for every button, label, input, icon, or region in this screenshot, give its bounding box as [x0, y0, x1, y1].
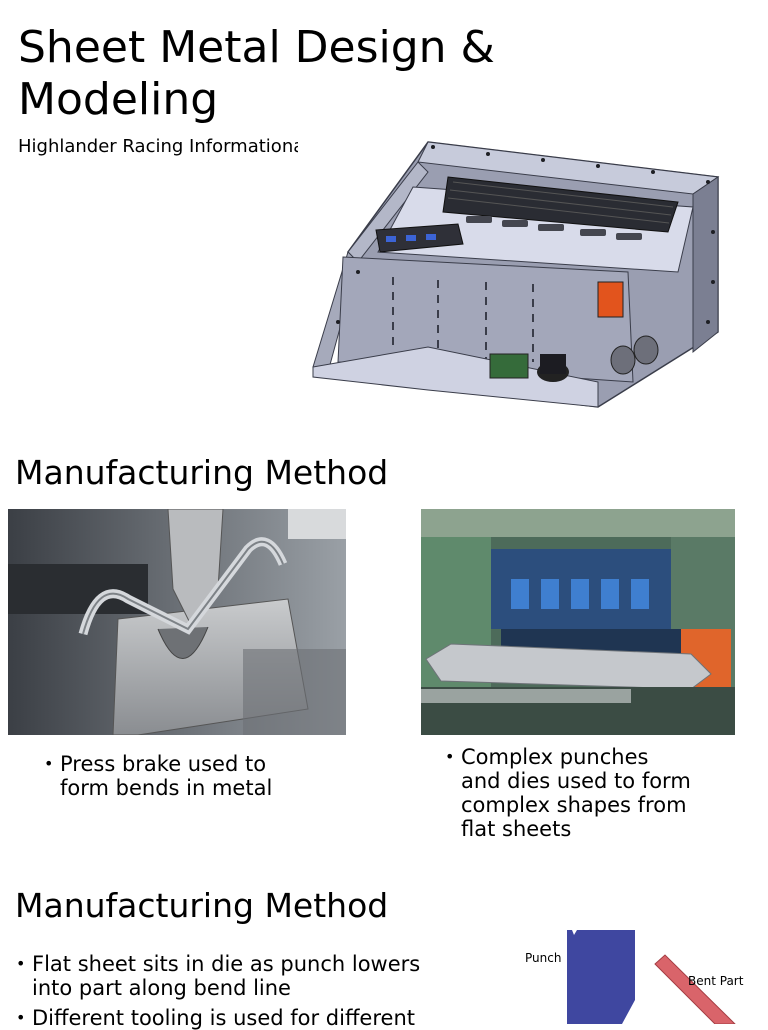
bullet-press-brake: • Press brake used to form bends in meta…	[44, 752, 304, 800]
section-heading-2: Manufacturing Method	[15, 886, 389, 925]
press-brake-photo	[8, 509, 346, 735]
stamping-press-photo	[421, 509, 735, 735]
title-line-1: Sheet Metal Design &	[18, 22, 495, 73]
bending-diagram: Punch Bent Part	[510, 925, 760, 1024]
enclosure-cad-image	[298, 132, 736, 416]
bullet-flat-sheet: • Flat sheet sits in die as punch lowers…	[16, 952, 486, 1000]
bullet-text: Press brake used to form bends in metal	[60, 752, 273, 800]
punch-label: Punch	[525, 951, 562, 965]
bullet-different-tooling: • Different tooling is used for differen…	[16, 1006, 486, 1030]
bullet-dot: •	[16, 1008, 26, 1027]
title-line-2: Modeling	[18, 74, 219, 125]
punch-shape	[567, 930, 635, 1024]
bent-part-shape	[654, 954, 736, 1024]
bullet-punches-dies: • Complex punches and dies used to form …	[445, 745, 745, 841]
bullet-text: Different tooling is used for different	[32, 1006, 415, 1030]
bullet-text: Complex punches and dies used to form co…	[461, 745, 691, 841]
subtitle: Highlander Racing Informational Lecture	[18, 136, 383, 157]
section-heading-1: Manufacturing Method	[15, 453, 389, 492]
bullet-text: Flat sheet sits in die as punch lowers i…	[32, 952, 421, 1000]
bullet-dot: •	[445, 747, 455, 766]
bullet-dot: •	[16, 954, 26, 973]
bent-part-label: Bent Part	[688, 974, 744, 988]
page-title: Sheet Metal Design & Modeling	[18, 22, 495, 126]
bullet-dot: •	[44, 754, 54, 773]
